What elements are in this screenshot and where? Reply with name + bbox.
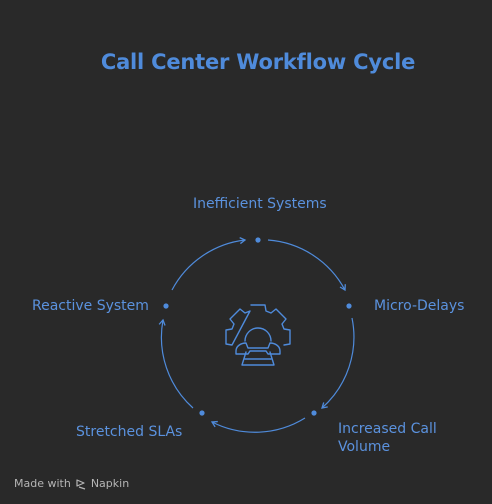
napkin-logo-icon [76, 478, 86, 490]
step-node-increased-call-volume [311, 410, 317, 416]
cycle-arrow [321, 317, 355, 409]
cycle-arrow [210, 417, 306, 433]
cycle-arrow [267, 239, 346, 292]
step-node-reactive-system [163, 303, 169, 309]
step-label-increased-call-volume: Increased Call Volume [338, 421, 437, 455]
diagram-title: Call Center Workflow Cycle [100, 50, 416, 74]
step-label-reactive-system: Reactive System [32, 298, 149, 314]
step-label-micro-delays: Micro-Delays [374, 298, 465, 314]
step-node-micro-delays [346, 303, 352, 309]
made-with-napkin-badge[interactable]: Made with Napkin [14, 477, 129, 490]
step-node-stretched-slas [199, 410, 205, 416]
step-label-inefficient-systems: Inefficient Systems [193, 196, 327, 212]
gear-phone-icon [225, 304, 291, 366]
made-with-text: Made with [14, 477, 71, 490]
napkin-brand-text: Napkin [90, 477, 130, 490]
step-label-stretched-slas: Stretched SLAs [76, 424, 183, 440]
cycle-arrow [158, 318, 194, 409]
cycle-arrow [171, 237, 247, 291]
step-node-inefficient-systems [255, 237, 261, 243]
